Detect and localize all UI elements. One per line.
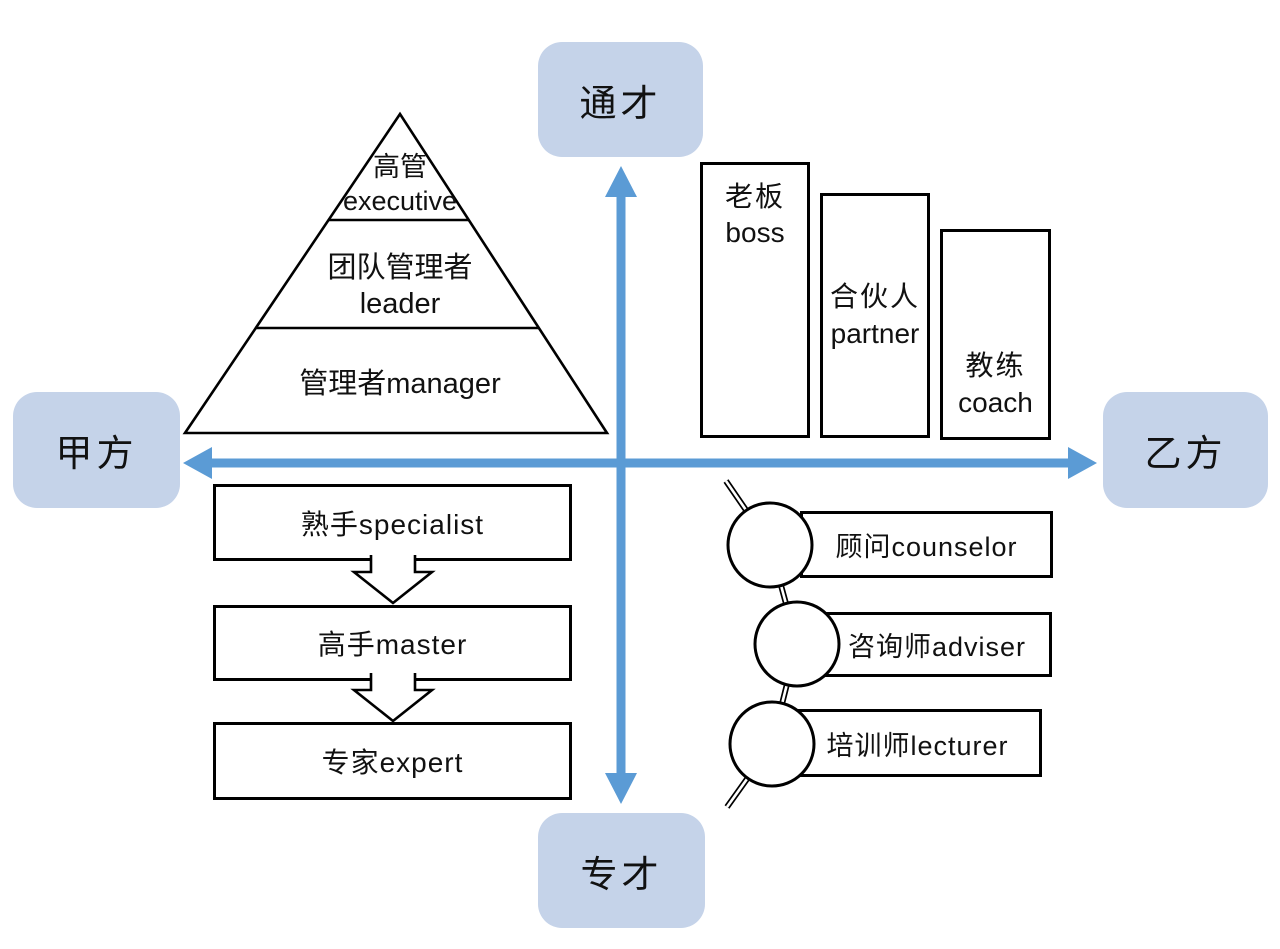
bar-coach: 教练 coach [940, 229, 1051, 440]
quadrant-label-specialist: 专才 [538, 813, 705, 928]
step-box-expert-label: 专家expert [321, 747, 464, 778]
bar-coach-label-zh: 教练 [965, 350, 1026, 382]
bead-box-lecturer: 培训师lecturer [793, 709, 1042, 777]
pyramid-level-executive-en: executive [342, 185, 458, 216]
bead-box-adviser-label: 咨询师adviser [847, 632, 1027, 662]
quadrant-label-party-b-text: 乙方 [1144, 433, 1227, 474]
vertical-axis-down-arrowhead-icon [605, 773, 637, 804]
pyramid-level-leader-en: leader [359, 288, 441, 321]
bar-boss-label-zh: 老板 [724, 181, 785, 212]
bead-box-lecturer-label: 培训师lecturer [826, 730, 1009, 761]
pyramid-level-executive-zh: 高管 [373, 152, 427, 182]
bar-coach-label-en: coach [958, 386, 1033, 418]
quadrant-label-party-a-text: 甲方 [55, 433, 138, 474]
bead-box-adviser: 咨询师adviser [822, 612, 1052, 677]
quadrant-label-generalist: 通才 [538, 42, 703, 157]
horizontal-axis-left-arrowhead-icon [183, 447, 212, 479]
bar-partner-label-zh: 合伙人 [829, 281, 920, 313]
bead-box-counselor: 顾问counselor [800, 511, 1053, 578]
step-box-master: 高手master [213, 605, 572, 681]
pyramid-level-leader: 团队管理者 leader [240, 250, 560, 323]
quadrant-label-party-a: 甲方 [13, 392, 180, 508]
bar-partner-label-en: partner [830, 317, 920, 349]
step-box-specialist-label: 熟手specialist [300, 508, 485, 540]
block-down-arrow-1-icon [350, 555, 436, 605]
pyramid-level-manager-label: 管理者manager [299, 368, 501, 400]
step-box-expert: 专家expert [213, 722, 572, 800]
bar-boss: 老板 boss [700, 162, 810, 438]
quadrant-label-party-b: 乙方 [1103, 392, 1268, 508]
horizontal-axis-right-arrowhead-icon [1068, 447, 1097, 479]
bar-partner: 合伙人 partner [820, 193, 930, 438]
bead-string-inner [724, 480, 799, 808]
pyramid-level-leader-zh: 团队管理者 [327, 252, 473, 284]
bar-boss-label-en: boss [725, 217, 785, 249]
step-box-specialist: 熟手specialist [213, 484, 572, 561]
bead-string-outer [723, 479, 801, 809]
quadrant-label-specialist-text: 专才 [580, 853, 663, 895]
vertical-axis-up-arrowhead-icon [605, 166, 637, 197]
pyramid-level-executive: 高管 executive [300, 151, 500, 219]
bead-box-counselor-label: 顾问counselor [835, 532, 1018, 562]
pyramid-level-manager: 管理者manager [230, 366, 570, 402]
quadrant-label-generalist-text: 通才 [579, 82, 662, 124]
step-box-master-label: 高手master [317, 629, 468, 660]
